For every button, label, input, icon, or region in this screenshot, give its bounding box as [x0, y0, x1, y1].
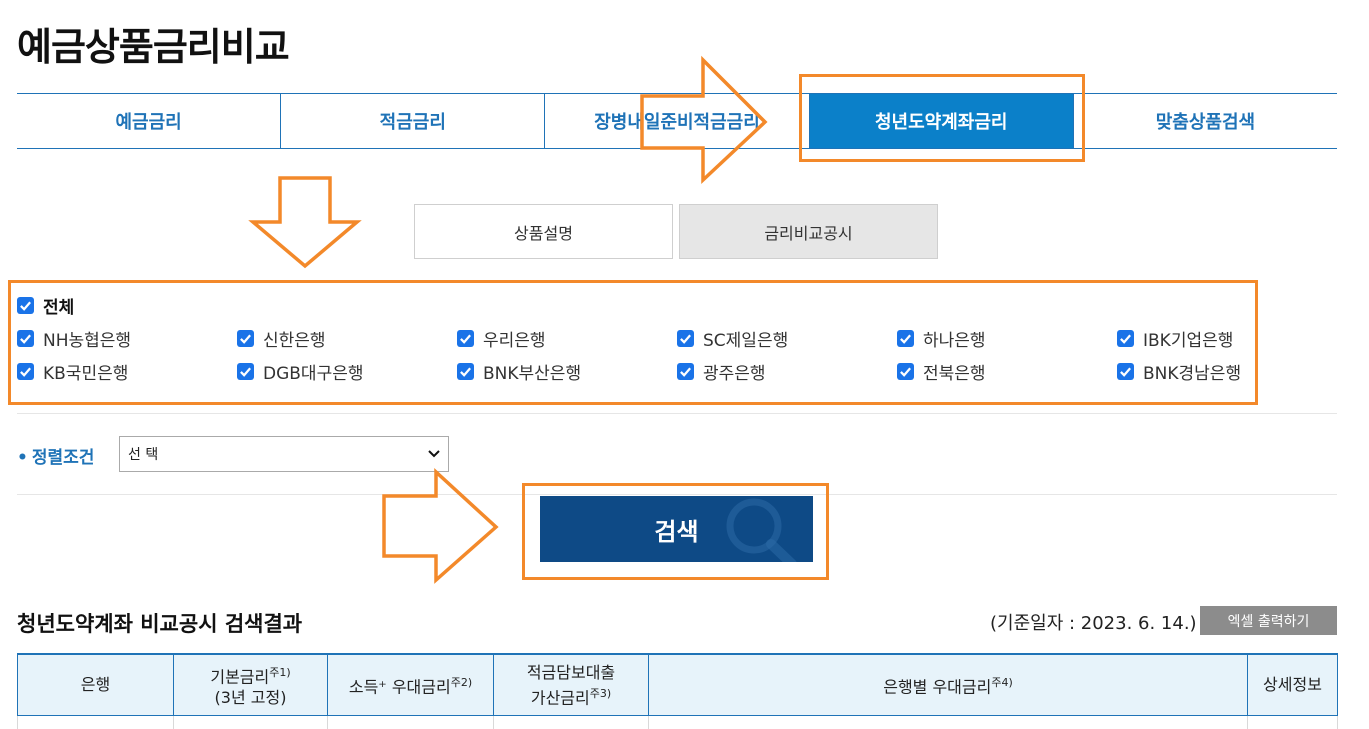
- active-tab-highlight: [799, 74, 1085, 162]
- checkbox-label: BNK경남은행: [1143, 364, 1242, 384]
- tab-youth-leap-account-rate[interactable]: 청년도약계좌금리: [809, 94, 1074, 148]
- check-icon: [1117, 363, 1134, 380]
- divider: [17, 494, 1337, 495]
- checkbox-bank[interactable]: IBK기업은행: [1117, 326, 1233, 351]
- base-date: (기준일자 : 2023. 6. 14.): [990, 613, 1197, 634]
- divider: [17, 413, 1337, 414]
- checkbox-label: DGB대구은행: [263, 364, 364, 384]
- check-icon: [237, 363, 254, 380]
- sort-select-value: 선 택: [128, 447, 159, 463]
- column-header-details: 상세정보: [1247, 653, 1338, 716]
- checkbox-label: SC제일은행: [703, 331, 789, 351]
- search-button-highlight: [522, 483, 829, 580]
- checkbox-label: 하나은행: [923, 331, 986, 351]
- column-header-bank: 은행: [17, 653, 174, 716]
- sort-label: •정렬조건: [17, 448, 95, 468]
- checkbox-bank[interactable]: 광주은행: [677, 359, 766, 384]
- subtab-rate-comparison[interactable]: 금리비교공시: [679, 204, 938, 259]
- check-icon: [457, 330, 474, 347]
- checkbox-label: BNK부산은행: [483, 364, 582, 384]
- checkbox-label: IBK기업은행: [1143, 331, 1234, 351]
- results-title: 청년도약계좌 비교공시 검색결과: [17, 612, 303, 636]
- bank-selection-highlight: [8, 280, 1258, 405]
- checkbox-label: 신한은행: [263, 331, 326, 351]
- checkbox-bank[interactable]: 하나은행: [897, 326, 986, 351]
- checkbox-bank[interactable]: KB국민은행: [17, 359, 128, 384]
- checkbox-label: 광주은행: [703, 364, 766, 384]
- main-tabs: 예금금리 적금금리 장병내일준비적금금리 청년도약계좌금리 맞춤상품검색: [17, 93, 1337, 149]
- checkbox-all[interactable]: 전체: [17, 293, 74, 318]
- column-header-base-rate: 기본금리주1)(3년 고정): [173, 653, 328, 716]
- checkbox-bank[interactable]: SC제일은행: [677, 326, 788, 351]
- tab-custom-product-search[interactable]: 맞춤상품검색: [1155, 112, 1256, 133]
- tab-savings-rate[interactable]: 적금금리: [281, 94, 546, 148]
- checkbox-bank[interactable]: 신한은행: [237, 326, 326, 351]
- check-icon: [897, 363, 914, 380]
- checkbox-bank[interactable]: BNK경남은행: [1117, 359, 1241, 384]
- sub-tabs: 상품설명 금리비교공시: [414, 204, 938, 259]
- checkbox-label: NH농협은행: [43, 331, 132, 351]
- checkbox-label: 전북은행: [923, 364, 986, 384]
- checkbox-bank[interactable]: 우리은행: [457, 326, 546, 351]
- subtab-product-description[interactable]: 상품설명: [414, 204, 673, 259]
- checkbox-label: 우리은행: [483, 331, 546, 351]
- sort-select[interactable]: 선 택: [119, 436, 449, 472]
- column-header-income-preferential-rate: 소득⁺ 우대금리주2): [327, 653, 494, 716]
- chevron-down-icon: [428, 446, 440, 462]
- check-icon: [17, 363, 34, 380]
- column-header-bank-preferential-rate: 은행별 우대금리주4): [648, 653, 1248, 716]
- checkbox-label: KB국민은행: [43, 364, 129, 384]
- check-icon: [677, 363, 694, 380]
- excel-export-button[interactable]: 엑셀 출력하기: [1200, 606, 1337, 635]
- check-icon: [897, 330, 914, 347]
- check-icon: [237, 330, 254, 347]
- check-icon: [457, 363, 474, 380]
- tab-deposit-rate[interactable]: 예금금리: [17, 94, 282, 148]
- checkbox-bank[interactable]: 전북은행: [897, 359, 986, 384]
- checkbox-label: 전체: [43, 298, 75, 318]
- checkbox-bank[interactable]: NH농협은행: [17, 326, 131, 351]
- check-icon: [677, 330, 694, 347]
- tab-soldier-savings-rate[interactable]: 장병내일준비적금금리: [545, 94, 810, 148]
- checkbox-bank[interactable]: BNK부산은행: [457, 359, 581, 384]
- check-icon: [17, 330, 34, 347]
- magnifier-icon: [726, 498, 797, 562]
- check-icon: [1117, 330, 1134, 347]
- check-icon: [17, 297, 34, 314]
- search-button[interactable]: 검색: [540, 496, 813, 562]
- bullet-icon: •: [17, 448, 28, 468]
- page-title: 예금상품금리비교: [17, 25, 290, 69]
- table-row: [17, 715, 1338, 729]
- checkbox-bank[interactable]: DGB대구은행: [237, 359, 364, 384]
